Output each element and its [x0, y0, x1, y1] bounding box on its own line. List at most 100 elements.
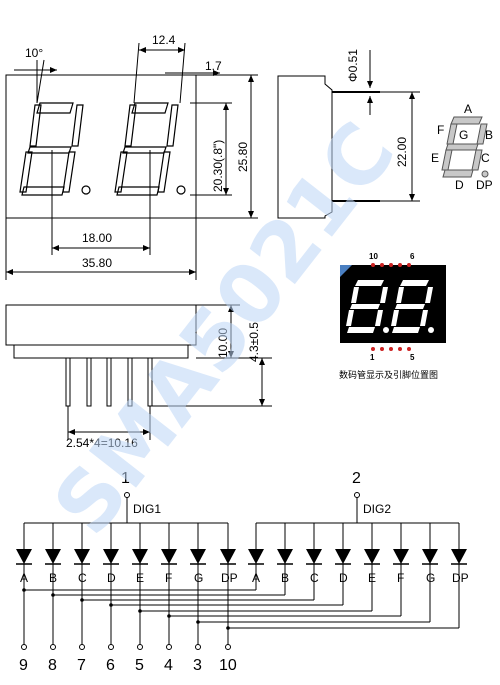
junction-a — [22, 588, 26, 592]
led-corner-mark — [340, 265, 352, 277]
pin-number-5: 5 — [135, 657, 144, 674]
legend-seg-b — [476, 123, 488, 145]
char-height-label: 20.30(.8") — [211, 140, 225, 192]
seg-label-d: D — [455, 178, 464, 192]
junction-e — [138, 609, 142, 613]
width-label: 35.80 — [82, 256, 112, 270]
dig2-diode-d — [335, 549, 351, 564]
pin-number-7: 7 — [77, 657, 86, 674]
led-caption: 数码管显示及引脚位置图 — [339, 369, 438, 381]
dig1-seg-label-g: G — [194, 571, 203, 585]
dig2-seg-label-g: G — [426, 571, 435, 585]
legend-seg-dp — [481, 170, 489, 178]
dig1-diode-dp — [220, 549, 236, 564]
dig2-diode-b — [277, 549, 293, 564]
side-view-labels: Φ0.51 22.00 — [346, 49, 409, 167]
common-pin-1-label: DIG1 — [133, 502, 161, 516]
led-pin-1-label: 1 — [370, 353, 375, 362]
pin-number-9: 9 — [19, 657, 28, 674]
dig1-diode-f — [161, 549, 177, 564]
segment-legend: A F B G E C D DP — [431, 102, 493, 192]
pitch-ext-1 — [133, 42, 140, 104]
dig2-diode-g — [422, 549, 438, 564]
pin-terminal-d — [108, 644, 114, 650]
dig1-diode-a — [16, 549, 32, 564]
dig1-diode-g — [190, 549, 206, 564]
pin-terminal-g — [195, 644, 201, 650]
legend-seg-d — [442, 169, 474, 178]
led-pin-6-label: 6 — [410, 252, 415, 261]
led-bottom-pin-dots — [371, 347, 411, 351]
seg-label-g: G — [459, 128, 468, 142]
dig1-diode-c — [74, 549, 90, 564]
dig2-diode-c — [306, 549, 322, 564]
seg-label-f: F — [437, 123, 444, 137]
common-pin-2-label: DIG2 — [363, 502, 391, 516]
led-pin-5-label: 5 — [410, 353, 415, 362]
junction-d — [109, 603, 113, 607]
legend-seg-f — [446, 123, 458, 145]
pin-number-4: 4 — [164, 657, 173, 674]
angle-label: 10° — [25, 46, 43, 60]
front-view — [5, 42, 258, 280]
front-digit-2 — [114, 102, 186, 196]
legend-seg-c — [471, 149, 483, 171]
common-1-terminal — [124, 492, 130, 498]
pin-len-label: 4.3±0.5 — [247, 322, 261, 362]
junction-f — [167, 614, 171, 618]
angle-line — [36, 59, 45, 104]
pin-pitch-label: 2.54*4=10.16 — [66, 436, 138, 450]
pin-terminal-c — [79, 644, 85, 650]
pin-terminal-e — [137, 644, 143, 650]
seg-label-a: A — [464, 102, 472, 116]
seg-label-c: C — [481, 151, 490, 165]
front-body-outline — [5, 74, 197, 219]
junction-c — [80, 598, 84, 602]
pitch-label: 12.4 — [152, 33, 176, 47]
junction-b — [51, 593, 55, 597]
led-pin-10-label: 10 — [369, 252, 378, 261]
pin-terminal-dp — [225, 644, 231, 650]
pin-terminal-a — [21, 644, 27, 650]
dig1-diode-b — [45, 549, 61, 564]
dig1-seg-label-dp: DP — [221, 571, 238, 585]
seg-label-e: E — [431, 151, 439, 165]
height-label: 25.80 — [236, 142, 250, 172]
common-pin-2-number: 2 — [352, 470, 361, 487]
bottom-view-labels: 2.54*4=10.16 10.00 4.3±0.5 — [66, 322, 261, 450]
led-digit-1 — [346, 280, 389, 333]
seg-label-dp: DP — [476, 178, 493, 192]
common-2-terminal — [354, 492, 360, 498]
legend-seg-e — [441, 149, 453, 171]
led-display-preview: 10 6 1 5 数码管显示及引脚位置图 — [339, 252, 446, 381]
dig2-diode-e — [364, 549, 380, 564]
legend-seg-g — [445, 143, 479, 151]
spacing-label: 18.00 — [82, 231, 112, 245]
pin-dia-label: Φ0.51 — [346, 49, 360, 82]
dig2-diode-f — [393, 549, 409, 564]
led-top-pin-dots — [371, 263, 411, 267]
bottom-view — [5, 304, 272, 440]
front-view-labels: 10° 12.4 1.7 18.00 35.80 20.30(.8") 25.8… — [25, 33, 250, 270]
junction-dp — [226, 626, 230, 630]
led-digit-2 — [391, 280, 434, 333]
dig1-diode-d — [103, 549, 119, 564]
pin-number-10: 10 — [219, 657, 237, 674]
pin-terminal-f — [166, 644, 172, 650]
dig2-diode-dp — [451, 549, 467, 564]
junction-g — [196, 620, 200, 624]
side-height-label: 22.00 — [395, 137, 409, 167]
side-view — [277, 50, 420, 219]
seg-width-label: 1.7 — [205, 59, 222, 73]
front-digit-1 — [19, 102, 91, 196]
pin-circuit-diagram: 1 DIG1 2 DIG2 ABCDEFGDPABCDEFGDP98765431… — [16, 470, 469, 674]
pin-number-6: 6 — [106, 657, 115, 674]
common-pin-1-number: 1 — [121, 470, 130, 487]
pin-number-3: 3 — [193, 657, 202, 674]
pin-number-8: 8 — [48, 657, 57, 674]
seg-label-b: B — [485, 128, 493, 142]
dig1-diode-e — [132, 549, 148, 564]
depth-label: 10.00 — [216, 328, 230, 358]
